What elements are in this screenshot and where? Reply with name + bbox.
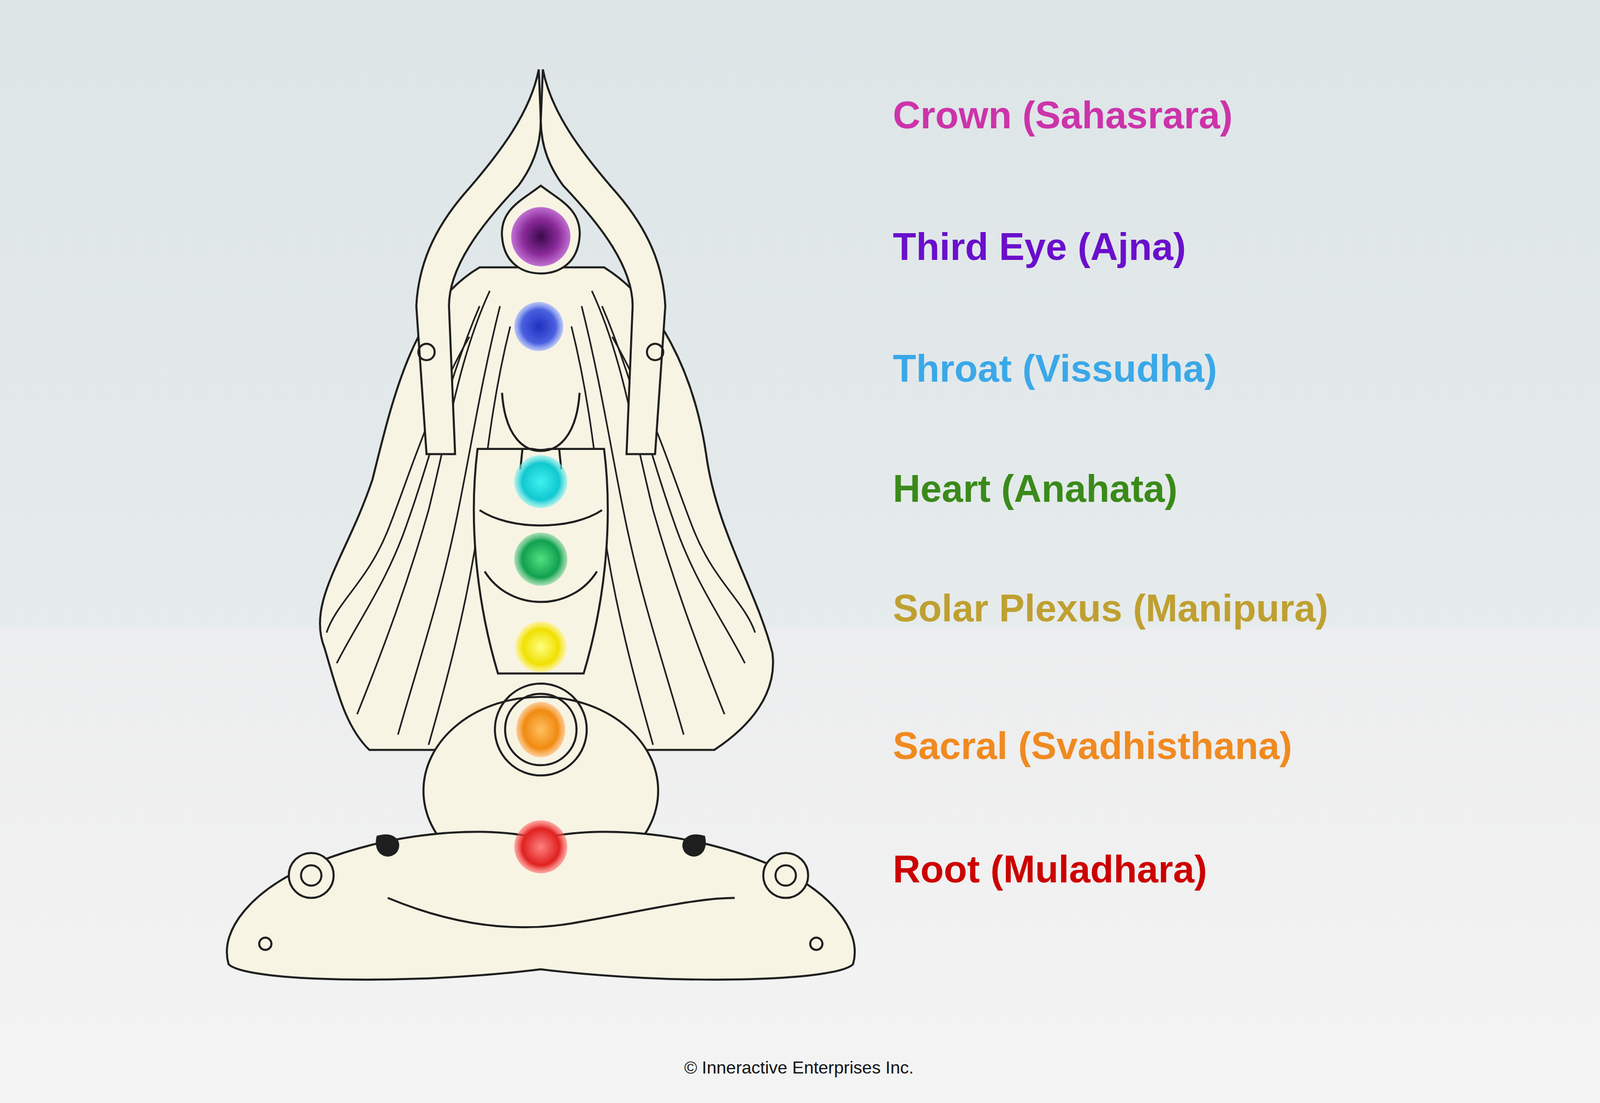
torso [473,448,608,674]
chakra-points [511,206,571,874]
third-eye-chakra [514,301,564,352]
solar-plexus-chakra [515,621,567,673]
sacral-chakra [516,702,566,758]
background-sky [0,0,1600,628]
ornament-dot [259,937,272,950]
paisley [683,835,705,856]
chakra-label: Crown (Sahasrara) [892,93,1233,138]
background-floor [0,627,1600,1103]
chakra-label: Solar Plexus (Manipura) [892,586,1329,631]
chakra-label: Throat (Vissudha) [892,346,1218,391]
illustration-detail [601,306,745,664]
leg-mandala [288,852,334,898]
hair [320,267,774,751]
root-chakra [514,820,568,874]
leg-mandala [300,865,322,886]
throat-chakra [514,454,568,508]
paisley [376,835,399,856]
leg-mandala [775,865,796,886]
arm-ornament [418,344,435,361]
belly-mandala [505,694,577,766]
illustration-detail [336,306,480,664]
crown-chakra [511,206,571,266]
meditating-figure [226,69,855,980]
ornament-dot [810,937,823,950]
leg-mandala [763,852,809,898]
face-outline [501,392,580,452]
chakra-label: Heart (Anahata) [892,466,1178,511]
hair-strands [326,291,756,746]
chest-ornament [479,510,602,526]
leg-fold [387,897,735,928]
copyright-notice: © Inneractive Enterprises Inc. [684,1057,914,1078]
heart-chakra [514,532,568,586]
chakra-label: Sacral (Svadhisthana) [892,724,1293,768]
crown-lotus [501,185,580,274]
chakra-label: Third Eye (Ajna) [892,224,1187,269]
belly-mandala [494,683,587,776]
chakra-label: Root (Muladhara) [892,847,1208,892]
arm-ornament [647,344,664,361]
